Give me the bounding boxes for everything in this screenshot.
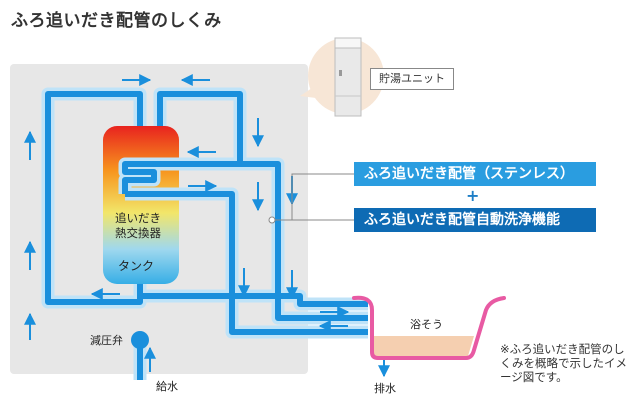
bathtub-label: 浴そう — [410, 318, 443, 331]
tank-label: タンク — [118, 259, 155, 273]
reheat-pipe-lower — [125, 191, 368, 335]
callout-dot — [268, 216, 276, 224]
storage-unit-label: 貯湯ユニット — [370, 68, 454, 90]
pressure-valve-label: 減圧弁 — [90, 334, 123, 347]
bathtub-water — [372, 336, 474, 356]
disclaimer-note: ※ふろ追いだき配管のしくみを概略で示したイメージ図です。 — [500, 342, 627, 384]
heat-exchanger-label-1: 追いだき — [115, 211, 161, 225]
flow-arrows — [24, 74, 390, 378]
water-supply-label: 給水 — [156, 380, 178, 393]
reheat-pipe-upper — [122, 161, 368, 321]
auto-clean-box: ふろ追いだき配管自動洗浄機能 — [354, 208, 596, 232]
page-title: ふろ追いだき配管のしくみ — [11, 11, 222, 31]
callout-lines — [272, 173, 354, 221]
pipe-stainless-box: ふろ追いだき配管（ステンレス） — [354, 162, 596, 186]
plus-sign: + — [466, 186, 480, 205]
heat-exchanger-label-2: 熱交換器 — [115, 226, 161, 240]
bath-return-pipe — [137, 284, 368, 307]
storage-unit-icon — [334, 37, 362, 117]
pressure-valve-icon — [131, 331, 149, 349]
drain-label: 排水 — [374, 382, 396, 395]
storage-unit-pipe — [157, 91, 243, 164]
pipes — [45, 91, 368, 380]
bathtub-icon — [352, 295, 506, 360]
